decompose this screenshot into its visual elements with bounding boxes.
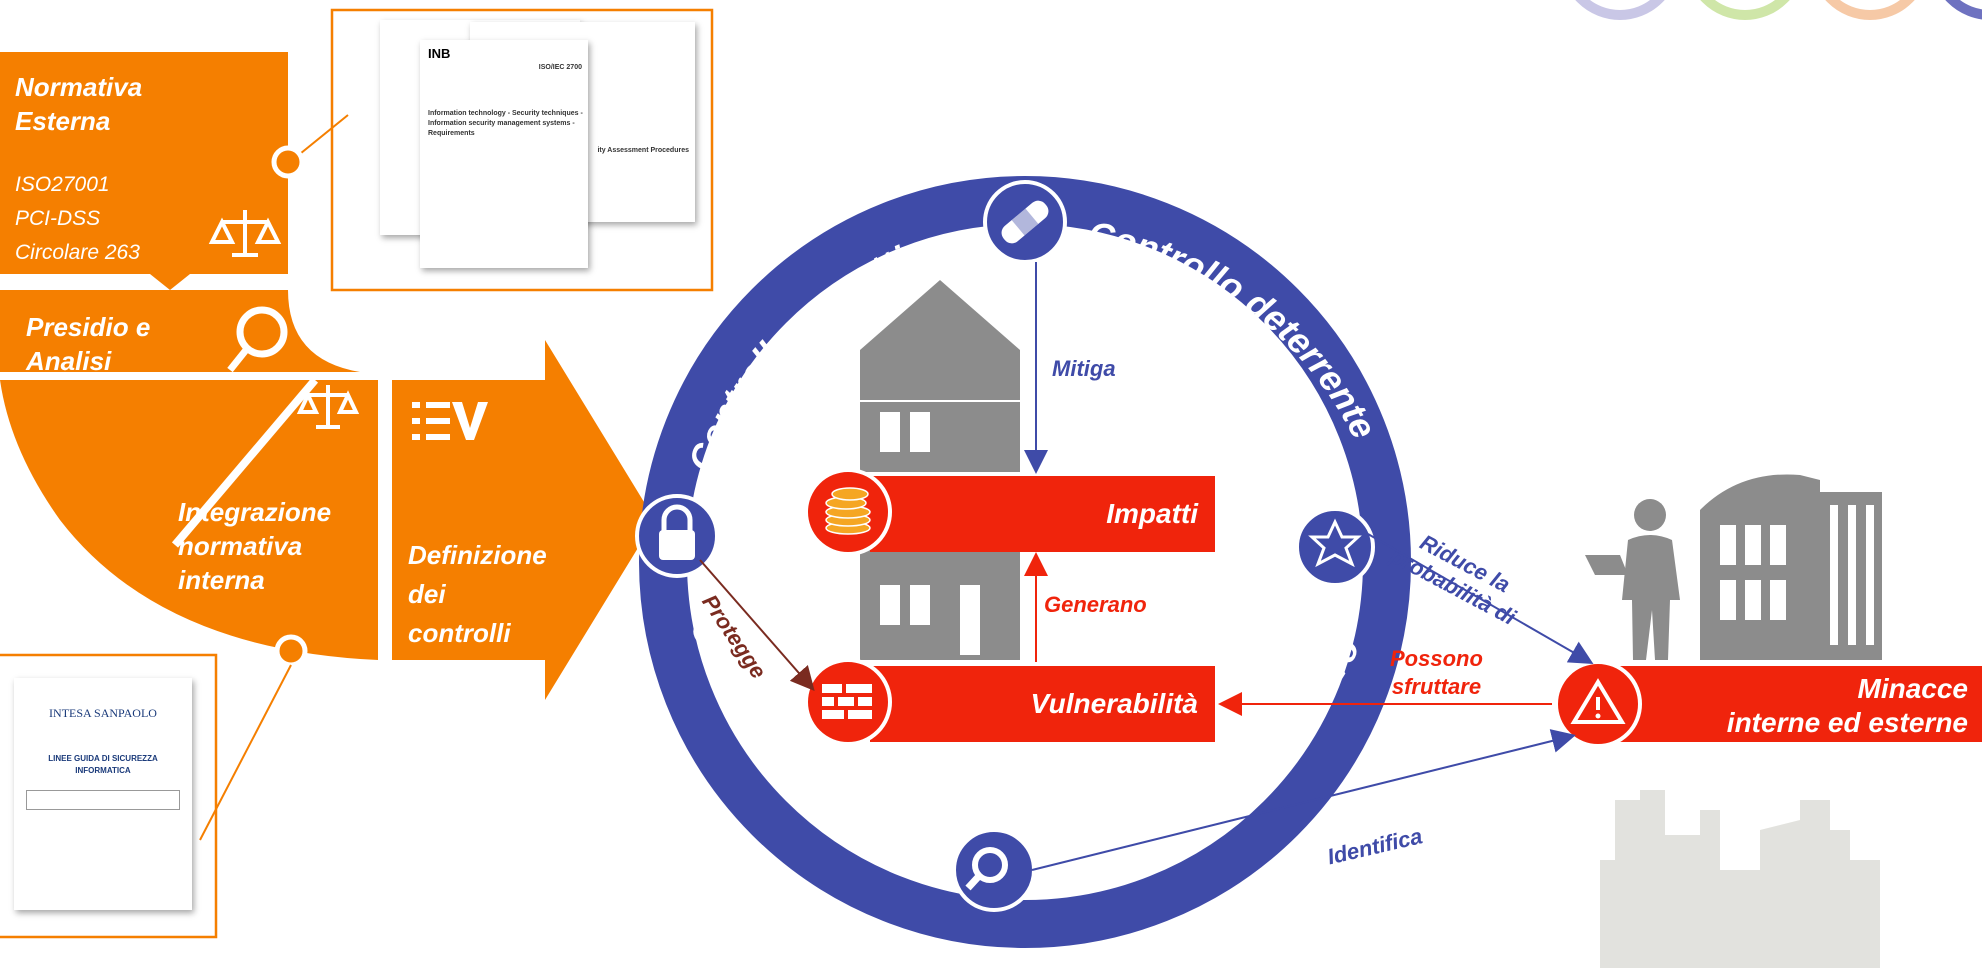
office-buildings-icon (1700, 474, 1882, 660)
control-ring (639, 176, 1411, 948)
presidio-analisi-label: Presidio e Analisi (26, 310, 150, 378)
businessman-icon (1585, 499, 1680, 660)
definizione-line1: Definizione (408, 540, 547, 570)
intesa-title-line1: LINEE GUIDA DI SICUREZZA (48, 754, 158, 763)
integrazione-label: Integrazione normativa interna (178, 495, 331, 597)
integrazione-line2: normativa (178, 531, 303, 561)
iso-doc-frame (330, 8, 714, 292)
minacce-line1: Minacce (1857, 673, 1969, 704)
search-icon (952, 828, 1036, 912)
normativa-title-line2: Esterna (15, 106, 111, 136)
decorative-circles (1575, 0, 1982, 20)
integrazione-line3: interna (178, 565, 265, 595)
city-silhouette (1600, 790, 1880, 968)
mitiga-label: Mitiga (1052, 356, 1116, 381)
definizione-line3: controlli (408, 618, 511, 648)
vulnerabilita-label: Vulnerabilità (1030, 688, 1198, 719)
integrazione-band (0, 380, 378, 660)
impatti-bar (870, 476, 1215, 552)
normativa-item: ISO27001 (15, 173, 110, 196)
presidio-line2: Analisi (26, 346, 112, 376)
impatti-label: Impatti (1106, 498, 1198, 529)
doc-title-line2: Information security management systems … (428, 120, 575, 127)
normativa-title-line1: Normativa (15, 72, 143, 102)
normativa-list: ISO27001 PCI-DSS Circolare 263 (15, 168, 140, 270)
intesa-document-thumbnail: INTESA SANPAOLO LINEE GUIDA DI SICUREZZA… (14, 678, 192, 910)
intesa-doc-frame (0, 653, 218, 939)
normativa-item: PCI-DSS (15, 207, 101, 230)
integrazione-line1: Integrazione (178, 497, 332, 527)
connector-dot-top (271, 145, 305, 179)
generano-label: Generano (1044, 592, 1147, 617)
doc-code: ISO/IEC 2700 (538, 64, 582, 71)
protegge-arrow (699, 559, 815, 692)
checklist-icon (412, 402, 488, 440)
doc-title-line3: Requirements (428, 130, 475, 137)
ring-nodes (635, 180, 1375, 912)
intesa-brand: INTESA SANPAOLO (49, 706, 157, 720)
possono-line1: Possono (1390, 646, 1483, 671)
magnifier-icon (227, 306, 288, 373)
doc-back-title: ity Assessment Procedures (597, 147, 689, 154)
definizione-arrow (392, 340, 655, 700)
definizione-line2: dei (408, 579, 446, 609)
doc-header: INB (428, 46, 451, 61)
minacce-label: Minacce interne ed esterne (1660, 672, 1968, 740)
presidio-line1: Presidio e (26, 312, 151, 342)
minacce-bar (1600, 666, 1982, 742)
definizione-label: Definizione dei controlli (408, 536, 547, 653)
riduce-arrow (1367, 533, 1594, 664)
scales-icon-small (296, 385, 360, 429)
scales-icon (208, 210, 282, 257)
intesa-doc-box (26, 790, 180, 810)
normativa-esterna-title: Normativa Esterna (15, 70, 142, 138)
possono-line2: sfruttare (1391, 674, 1482, 699)
vulnerabilita-bar (870, 666, 1215, 742)
normativa-esterna-box (0, 52, 288, 274)
identifica-arrow (1031, 729, 1576, 871)
doc-title-line1: Information technology - Security techni… (428, 110, 583, 117)
connector-dot-bottom (274, 634, 308, 668)
grey-building (860, 280, 1020, 660)
minacce-line2: interne ed esterne (1726, 707, 1968, 738)
iso-document-thumbnail: INB ISO/IEC 2700 Information technology … (420, 40, 588, 268)
possono-label: Possono sfruttare (1390, 645, 1483, 701)
intesa-title-line2: INFORMATICA (75, 766, 131, 775)
normativa-item: Circolare 263 (15, 241, 140, 264)
